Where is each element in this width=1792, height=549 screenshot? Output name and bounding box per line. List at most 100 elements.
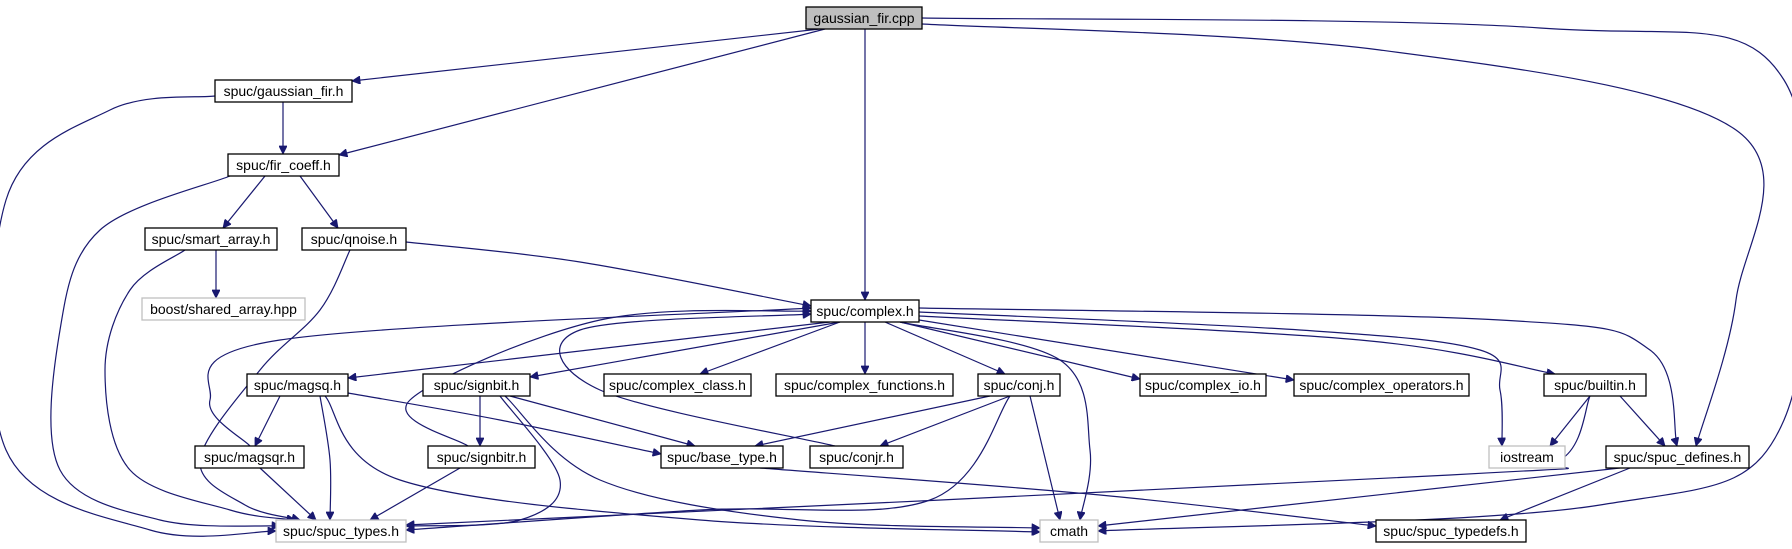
node-box xyxy=(1488,445,1566,469)
edge-complex-h-to-iostream xyxy=(918,311,1502,446)
edge-complex-h-to-builtin-h xyxy=(918,315,1555,374)
edge-signbitr-h-to-spuc-types-h xyxy=(370,467,461,521)
node-label: spuc/smart_array.h xyxy=(152,231,271,247)
node-label: spuc/qnoise.h xyxy=(311,231,397,247)
edge-base-type-h-to-spuc-typedefs-h xyxy=(759,467,1376,526)
dependency-edges xyxy=(0,17,1792,537)
node-box xyxy=(1293,373,1470,397)
node-conjr-h[interactable]: spuc/conjr.h xyxy=(809,445,904,469)
node-box xyxy=(1139,373,1267,397)
edge-fir-coeff-h-to-qnoise-h xyxy=(299,175,338,228)
edge-complex-h-to-complex-class-h xyxy=(700,321,841,374)
node-label: spuc/complex_io.h xyxy=(1145,377,1261,393)
node-label: spuc/fir_coeff.h xyxy=(236,157,331,173)
node-label: spuc/builtin.h xyxy=(1554,377,1636,393)
node-box xyxy=(805,6,923,30)
node-conj-h[interactable]: spuc/conj.h xyxy=(977,373,1061,397)
node-label: spuc/gaussian_fir.h xyxy=(224,83,344,99)
node-label: spuc/spuc_defines.h xyxy=(1614,449,1742,465)
node-spuc-typedefs-h[interactable]: spuc/spuc_typedefs.h xyxy=(1375,519,1527,543)
edge-complex-h-to-magsq-h xyxy=(348,321,831,378)
node-box xyxy=(227,153,340,177)
node-box xyxy=(1605,445,1750,469)
node-label: spuc/complex_class.h xyxy=(609,377,746,393)
node-label: spuc/spuc_types.h xyxy=(283,523,399,539)
node-label: spuc/conjr.h xyxy=(819,449,894,465)
node-box xyxy=(809,445,904,469)
edge-magsqr-h-to-complex-h xyxy=(207,308,811,447)
node-smart-array-h[interactable]: spuc/smart_array.h xyxy=(144,227,278,251)
edge-gaussian-fir-cpp-to-cmath xyxy=(921,17,1792,531)
node-label: spuc/magsqr.h xyxy=(204,449,295,465)
node-signbitr-h[interactable]: spuc/signbitr.h xyxy=(427,445,536,469)
edge-complex-h-to-complex-operators-h xyxy=(918,319,1294,380)
edge-smart-array-h-to-spuc-types-h xyxy=(104,249,295,520)
edge-gaussian-fir-cpp-to-spuc-defines-h xyxy=(921,23,1765,446)
edge-conj-h-to-conjr-h xyxy=(880,395,1011,446)
node-box xyxy=(1375,519,1527,543)
node-base-type-h[interactable]: spuc/base_type.h xyxy=(660,445,784,469)
node-box xyxy=(1543,373,1647,397)
edge-spuc-defines-h-to-cmath xyxy=(1098,467,1621,526)
node-label: spuc/signbit.h xyxy=(434,377,520,393)
node-spuc-defines-h[interactable]: spuc/spuc_defines.h xyxy=(1605,445,1750,469)
node-label: spuc/complex_operators.h xyxy=(1299,377,1463,393)
node-label: spuc/base_type.h xyxy=(667,449,777,465)
edge-gaussian-fir-cpp-to-gaussian-fir-h xyxy=(352,28,821,81)
node-box xyxy=(275,519,407,543)
node-complex-io-h[interactable]: spuc/complex_io.h xyxy=(1139,373,1267,397)
node-magsqr-h[interactable]: spuc/magsqr.h xyxy=(194,445,305,469)
edge-conjr-h-to-complex-h xyxy=(559,314,836,447)
edge-conj-h-to-cmath xyxy=(1029,395,1060,520)
node-box xyxy=(141,297,306,321)
node-label: spuc/conj.h xyxy=(984,377,1055,393)
edge-magsq-h-to-base-type-h xyxy=(347,392,661,454)
node-qnoise-h[interactable]: spuc/qnoise.h xyxy=(301,227,407,251)
edge-magsq-h-to-magsqr-h xyxy=(254,395,281,446)
edge-signbitr-h-to-complex-h xyxy=(405,310,811,447)
node-box xyxy=(301,227,407,251)
node-spuc-types-h: spuc/spuc_types.h xyxy=(275,519,407,543)
edge-complex-h-to-conj-h xyxy=(884,321,1005,374)
node-gaussian-fir-h[interactable]: spuc/gaussian_fir.h xyxy=(214,79,353,103)
dependency-nodes: gaussian_fir.cpp spuc/gaussian_fir.h spuc/… xyxy=(141,6,1750,543)
node-box xyxy=(810,299,920,323)
node-label: spuc/spuc_typedefs.h xyxy=(1383,523,1518,539)
edge-qnoise-h-to-complex-h xyxy=(405,241,811,306)
node-signbit-h[interactable]: spuc/signbit.h xyxy=(422,373,531,397)
node-complex-functions-h[interactable]: spuc/complex_functions.h xyxy=(775,373,954,397)
edge-magsq-h-to-cmath xyxy=(324,395,1040,532)
node-gaussian-fir-cpp[interactable]: gaussian_fir.cpp xyxy=(805,6,923,30)
node-cmath: cmath xyxy=(1039,519,1099,543)
node-box xyxy=(1039,519,1099,543)
node-box xyxy=(422,373,531,397)
node-magsq-h[interactable]: spuc/magsq.h xyxy=(246,373,349,397)
node-builtin-h[interactable]: spuc/builtin.h xyxy=(1543,373,1647,397)
node-complex-operators-h[interactable]: spuc/complex_operators.h xyxy=(1293,373,1470,397)
node-box xyxy=(427,445,536,469)
node-complex-class-h[interactable]: spuc/complex_class.h xyxy=(603,373,752,397)
edge-fir-coeff-h-to-smart-array-h xyxy=(223,175,266,228)
node-label: spuc/signbitr.h xyxy=(437,449,527,465)
edge-gaussian-fir-h-to-spuc-types-h xyxy=(0,95,276,537)
node-label: iostream xyxy=(1500,449,1554,465)
edge-builtin-h-to-iostream xyxy=(1550,395,1591,446)
node-label: spuc/magsq.h xyxy=(254,377,341,393)
edge-complex-h-to-spuc-defines-h xyxy=(918,307,1677,446)
edge-fir-coeff-h-to-spuc-types-h xyxy=(50,175,280,526)
edge-magsqr-h-to-spuc-types-h xyxy=(259,467,316,520)
edge-signbit-h-to-base-type-h xyxy=(509,395,695,446)
edge-builtin-h-to-spuc-defines-h xyxy=(1619,395,1665,446)
node-complex-h[interactable]: spuc/complex.h xyxy=(810,299,920,323)
node-fir-coeff-h[interactable]: spuc/fir_coeff.h xyxy=(227,153,340,177)
edge-complex-h-to-signbit-h xyxy=(530,321,841,377)
node-label: spuc/complex.h xyxy=(816,303,913,319)
node-box xyxy=(194,445,305,469)
node-box xyxy=(214,79,353,103)
node-label: spuc/complex_functions.h xyxy=(784,377,945,393)
node-box xyxy=(775,373,954,397)
edge-conj-h-to-spuc-types-h xyxy=(406,395,1011,530)
edge-qnoise-h-to-spuc-types-h xyxy=(199,249,351,520)
edge-magsq-h-to-spuc-types-h xyxy=(319,395,331,520)
